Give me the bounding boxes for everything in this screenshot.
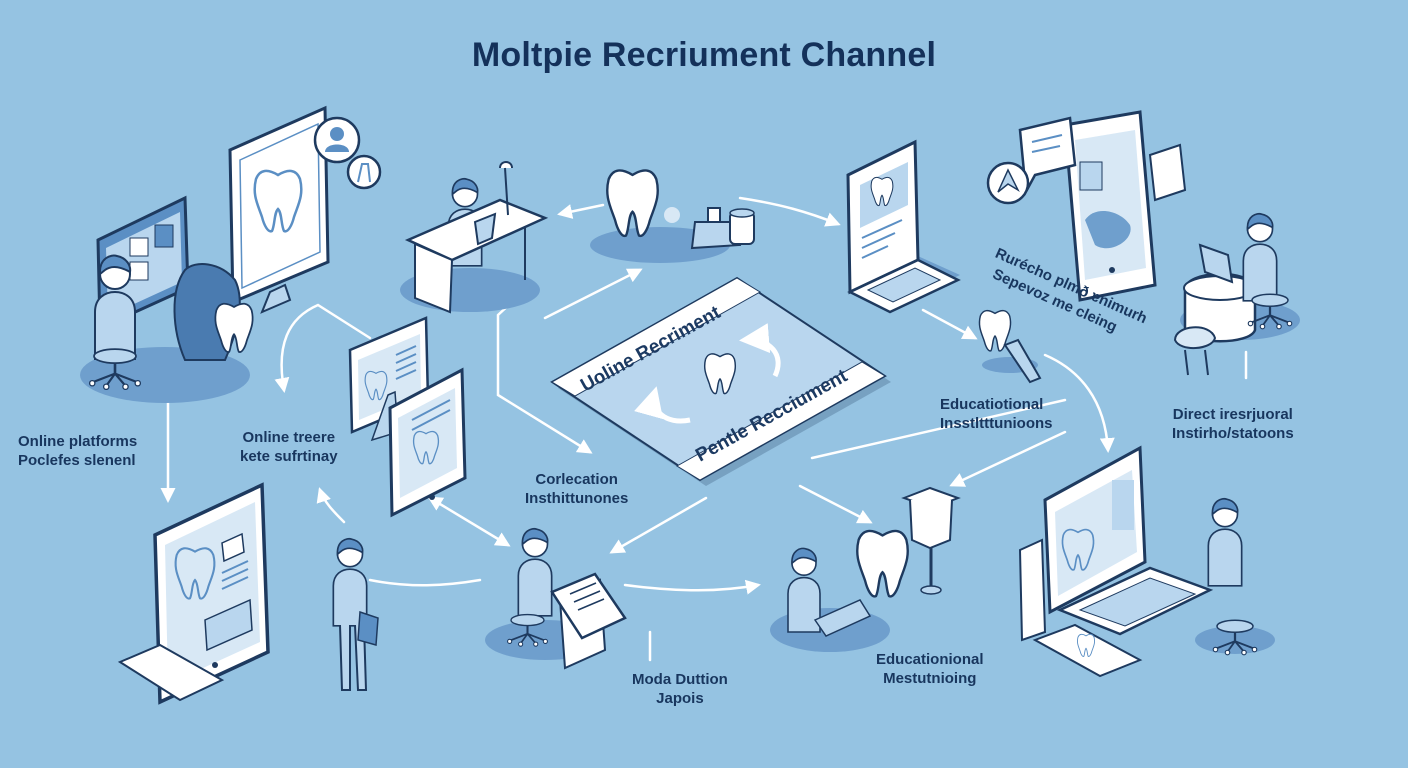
page-title: Moltpie Recriument Channel [471,36,937,74]
cycle-arrow-bottom [634,386,691,424]
arrow-right-to-pole [949,430,1067,487]
label-educational-institutions: Educatiotional Insstltttunioons [940,396,1053,432]
arrow-curve-left [274,303,372,393]
desk-worker-scene [400,161,549,314]
arrow-to-tooth [543,268,643,320]
arrow-person-to-edu [623,579,761,595]
label-online-platforms: Online platforms Poclefes slenenl [18,433,138,469]
laptop-scene [846,139,961,314]
center-recruitment-card: Uoline Recriment Pentle Recciument [550,276,891,486]
bottom-right-desktop [1018,445,1275,678]
arrow-to-person [609,496,708,554]
online-devices-scene [348,316,467,518]
arrow-nurse-up [316,487,346,524]
arrow-laptop-to-tool [921,308,978,340]
standing-nurse [332,537,379,691]
arrow-nurse-right [368,578,482,587]
label-educational-mestutrioing: Educationional Mestutnioing [876,651,984,687]
arrow-right-curve [1043,353,1115,453]
cycle-arrow-top [739,323,781,378]
arrow-center-to-right [810,398,1067,460]
typing-man-figure [1242,212,1278,302]
education-scene [770,486,961,652]
label-online-treere: Online treere kete sufrtinay [240,429,338,465]
clipboard-worker [485,527,627,670]
arrow-tooth-to-laptop [738,196,841,227]
top-tooth-icon [605,169,660,238]
label-direct-institutions: Direct iresrjuoral Instirho/statoons [1172,406,1294,442]
bottom-left-monitor [117,482,270,705]
seated-woman-figure [94,254,136,360]
rural-outreach-scene [986,110,1300,376]
education-tooth-icon [855,529,910,598]
arrow-tablet-person [427,496,511,547]
tooth-cleaning-scene [590,169,755,263]
arrow-desk-from-tooth [557,203,605,219]
clipboard-person-figure [517,527,553,617]
profile-bubble-icon [346,154,382,190]
tooth-instrument [978,309,1042,384]
label-moda-duttion: Moda Duttion Japois [632,671,728,707]
label-corlecation: Corlecation Insthittunones [525,471,629,507]
desktop-man-figure [1207,497,1243,587]
stool [1173,326,1217,349]
online-platforms-scene [80,105,382,403]
arrow-edu-diag [798,484,873,524]
